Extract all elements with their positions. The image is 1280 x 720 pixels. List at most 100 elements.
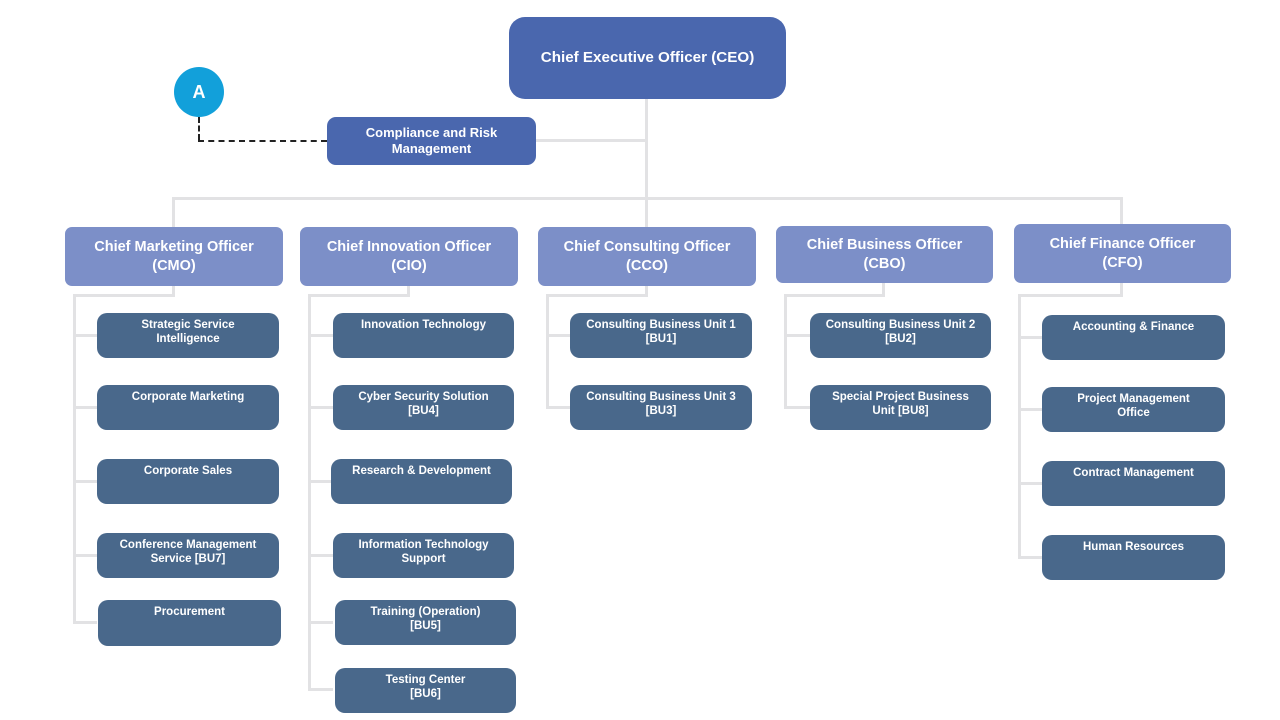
connector-cfo-stub [1018,408,1042,411]
node-label-line: Support [401,552,446,565]
node-training-operation[interactable]: Training (Operation) [BU5] [335,600,516,645]
node-label-line: Conference Management [119,539,257,551]
connector-cio-rail [308,294,311,690]
connector-cfo-stub [1018,482,1042,485]
node-testing-center[interactable]: Testing Center [BU6] [335,668,516,713]
node-label-line: Innovation Technology [360,319,486,331]
connector-cio-elbow-v [407,286,410,297]
node-cco[interactable]: Chief Consulting Officer (CCO) [538,227,756,286]
dashed-link-horizontal [198,140,327,142]
connector-cbo-elbow-v [882,283,885,297]
marker-a[interactable]: A [174,67,224,117]
connector-cio-stub [308,406,333,409]
node-special-project-business-unit[interactable]: Special Project Business Unit [BU8] [810,385,991,430]
node-label-line: Compliance and Risk [365,125,498,140]
node-label-line: Special Project Business [832,391,969,403]
connector-cfo-stub [1018,556,1042,559]
node-compliance-risk-management[interactable]: Compliance and Risk Management [327,117,536,165]
connector-cio-stub [308,334,333,337]
node-label-line: (CBO) [863,255,906,272]
node-label-line: Chief Consulting Officer [563,239,731,255]
node-label-line: Office [1117,406,1150,419]
node-label-line: Accounting & Finance [1072,321,1195,333]
node-corporate-sales[interactable]: Corporate Sales [97,459,279,504]
connector-cmo-elbow-h [73,294,175,297]
connector-cco-elbow-v [645,286,648,297]
connector-cmo-stub [73,554,97,557]
connector-cfo-stub [1018,336,1042,339]
node-accounting-finance[interactable]: Accounting & Finance [1042,315,1225,360]
node-cyber-security-solution[interactable]: Cyber Security Solution [BU4] [333,385,514,430]
node-contract-management[interactable]: Contract Management [1042,461,1225,506]
node-label-line: Chief Business Officer [806,237,963,253]
node-project-management-office[interactable]: Project Management Office [1042,387,1225,432]
node-label-line: [BU2] [885,332,916,345]
connector-compliance-link [536,139,646,142]
connector-cmo-stub [73,334,97,337]
connector-cco-stub [546,334,570,337]
node-label-line: Information Technology [358,539,489,551]
node-information-technology-support[interactable]: Information Technology Support [333,533,514,578]
node-label-line: Human Resources [1083,541,1184,553]
node-label-line: (CIO) [391,257,427,274]
node-procurement[interactable]: Procurement [98,600,281,646]
node-label-line: [BU3] [645,404,677,417]
node-label-line: Contract Management [1073,467,1194,479]
connector-drop-cfo [1120,197,1123,225]
connector-cfo-elbow-h [1018,294,1123,297]
connector-cco-stub [546,406,570,409]
node-label-line: Service [BU7] [150,552,226,565]
connector-cmo-stub [73,480,97,483]
node-label-line: [BU6] [410,687,441,700]
connector-ceo-trunk [645,99,648,228]
connector-cmo-stub [73,406,97,409]
node-label-line: Cyber Security Solution [358,391,489,403]
node-label-line: Training (Operation) [370,606,481,618]
node-label-line: Unit [BU8] [872,404,929,417]
node-corporate-marketing[interactable]: Corporate Marketing [97,385,279,430]
connector-cio-stub [308,480,333,483]
node-cmo[interactable]: Chief Marketing Officer (CMO) [65,227,283,286]
node-label-line: Strategic Service [141,319,235,331]
node-strategic-service-intelligence[interactable]: Strategic Service Intelligence [97,313,279,358]
marker-label: A [192,81,206,102]
node-label-line: Testing Center [385,674,466,686]
connector-cio-elbow-h [308,294,410,297]
node-label-line: (CCO) [626,257,668,274]
connector-drop-cmo [172,197,175,228]
node-label-line: Research & Development [352,465,491,477]
connector-cio-stub [308,688,333,691]
node-consulting-business-unit-3[interactable]: Consulting Business Unit 3 [BU3] [570,385,752,430]
connector-cbo-stub [784,334,810,337]
connector-cbo-stub [784,406,810,409]
connector-cio-stub [308,554,333,557]
node-cbo[interactable]: Chief Business Officer (CBO) [776,226,993,283]
connector-cbo-rail [784,294,787,408]
node-label-line: (CFO) [1102,254,1143,271]
connector-cco-rail [546,294,549,408]
node-ceo[interactable]: Chief Executive Officer (CEO) [509,17,786,99]
node-research-development[interactable]: Research & Development [331,459,512,504]
node-innovation-technology[interactable]: Innovation Technology [333,313,514,358]
node-cio[interactable]: Chief Innovation Officer (CIO) [300,227,518,286]
node-conference-management-service[interactable]: Conference Management Service [BU7] [97,533,279,578]
node-label-line: Project Management [1077,393,1190,405]
node-human-resources[interactable]: Human Resources [1042,535,1225,580]
connector-cmo-stub [73,621,97,624]
node-label-line: Chief Finance Officer [1049,236,1196,252]
node-label-line: Chief Executive Officer (CEO) [540,49,755,66]
node-label-line: Consulting Business Unit 1 [586,319,736,331]
connector-cmo-elbow-v [172,286,175,297]
connector-cfo-elbow-v [1120,283,1123,297]
node-consulting-business-unit-1[interactable]: Consulting Business Unit 1 [BU1] [570,313,752,358]
node-label-line: Procurement [154,606,225,618]
node-label-line: Chief Innovation Officer [326,239,492,255]
node-label-line: Intelligence [156,332,220,345]
node-label-line: [BU4] [408,404,439,417]
node-cfo[interactable]: Chief Finance Officer (CFO) [1014,224,1231,283]
connector-cio-stub [308,621,333,624]
node-consulting-business-unit-2[interactable]: Consulting Business Unit 2 [BU2] [810,313,991,358]
node-label-line: Consulting Business Unit 2 [825,319,976,331]
connector-cfo-rail [1018,294,1021,558]
